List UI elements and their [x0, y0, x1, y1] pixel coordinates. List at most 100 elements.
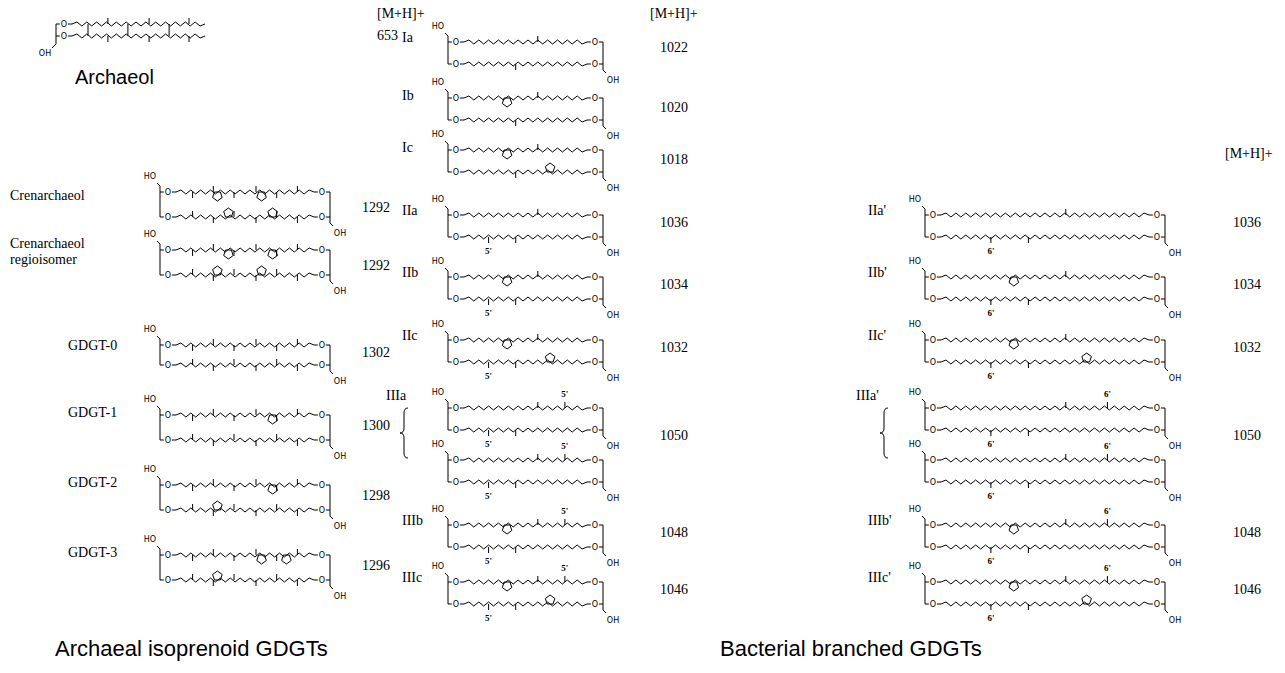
cyclopentane-ring	[545, 595, 555, 604]
ether-oxygen: O	[164, 481, 172, 490]
alkyl-chain	[176, 273, 314, 277]
methyl-branch	[192, 504, 193, 510]
ether-oxygen: O	[452, 38, 460, 47]
methyl-branch	[234, 574, 235, 580]
ether-oxygen: O	[929, 336, 937, 345]
position-label: 6'	[986, 246, 995, 256]
methyl-branch	[276, 574, 277, 580]
methyl-branch	[488, 237, 489, 243]
ether-oxygen: O	[164, 246, 172, 255]
ether-oxygen: O	[164, 361, 172, 370]
hydroxyl-label: OH	[606, 494, 620, 503]
methyl-branch	[488, 482, 489, 488]
ether-oxygen: O	[1153, 600, 1161, 609]
methyl-branch	[256, 217, 257, 223]
position-label: 6'	[986, 439, 995, 449]
bond-line	[587, 460, 606, 491]
cyclopentane-ring	[1009, 525, 1019, 534]
methyl-branch	[234, 269, 235, 275]
alkyl-chain	[464, 545, 587, 549]
ether-oxygen: O	[591, 295, 599, 304]
methyl-branch	[169, 24, 170, 30]
alkyl-chain	[176, 578, 314, 582]
position-label: 6'	[986, 491, 995, 501]
ether-oxygen: O	[318, 213, 326, 222]
methyl-branch	[515, 430, 516, 436]
methyl-branch	[256, 479, 257, 485]
compound-name: IIa'	[868, 203, 886, 219]
alkyl-chain	[464, 213, 587, 217]
hydroxyl-label: HO	[143, 172, 157, 181]
ether-oxygen: O	[929, 456, 937, 465]
methyl-branch	[192, 211, 193, 217]
hydroxyl-label: OH	[333, 592, 347, 601]
ether-oxygen: O	[318, 481, 326, 490]
alkyl-chain	[464, 297, 587, 301]
ether-oxygen: O	[929, 426, 937, 435]
alkyl-chain	[464, 170, 587, 174]
ether-oxygen: O	[591, 146, 599, 155]
bond-line	[314, 555, 333, 589]
hydroxyl-label: OH	[333, 287, 347, 296]
methyl-branch	[515, 120, 516, 126]
ether-oxygen: O	[591, 116, 599, 125]
cyclopentane-ring	[268, 415, 278, 424]
ether-oxygen: O	[318, 436, 326, 445]
methyl-branch	[990, 299, 991, 305]
hydroxyl-label: OH	[606, 249, 620, 258]
alkyl-chain	[464, 275, 587, 279]
ether-oxygen: O	[929, 521, 937, 530]
alkyl-chain	[941, 602, 1149, 606]
alkyl-chain	[176, 438, 314, 442]
hydroxyl-label: OH	[38, 49, 52, 58]
hydroxyl-label: OH	[333, 522, 347, 531]
methyl-branch	[990, 362, 991, 368]
alkyl-chain	[464, 406, 587, 410]
cyclopentane-ring	[545, 163, 555, 172]
ether-oxygen: O	[591, 168, 599, 177]
ether-oxygen: O	[452, 521, 460, 530]
hydroxyl-label: HO	[431, 257, 445, 266]
methyl-branch	[297, 217, 298, 223]
hydroxyl-label: OH	[606, 559, 620, 568]
methyl-branch	[297, 440, 298, 446]
cyclopentane-ring	[502, 340, 512, 349]
hydroxyl-label: HO	[431, 505, 445, 514]
methyl-branch	[1107, 519, 1108, 525]
ether-oxygen: O	[164, 436, 172, 445]
methyl-branch	[537, 334, 538, 340]
ether-oxygen: O	[1153, 211, 1161, 220]
methyl-branch	[276, 359, 277, 365]
compound-name: IIa	[402, 203, 418, 219]
methyl-branch	[276, 192, 277, 198]
methyl-branch	[1107, 576, 1108, 582]
methyl-branch	[537, 92, 538, 98]
ether-oxygen: O	[452, 336, 460, 345]
hydroxyl-label: OH	[1168, 442, 1182, 451]
ether-oxygen: O	[318, 341, 326, 350]
bond-line	[1149, 525, 1168, 556]
hydroxyl-label: HO	[908, 440, 922, 449]
ether-oxygen: O	[591, 211, 599, 220]
methyl-branch	[488, 362, 489, 368]
cyclopentane-ring	[224, 250, 234, 259]
methyl-branch	[488, 547, 489, 553]
mass-value: 1292	[362, 200, 390, 216]
position-label: 5'	[484, 371, 493, 381]
methyl-branch	[515, 362, 516, 368]
ether-oxygen: O	[164, 188, 172, 197]
cyclopentane-ring	[502, 277, 512, 286]
methyl-branch	[297, 275, 298, 281]
position-label: 5'	[484, 613, 493, 623]
ether-oxygen: O	[591, 600, 599, 609]
compound-name: IIIa	[386, 388, 406, 404]
alkyl-chain	[941, 428, 1149, 432]
bond-line	[587, 582, 606, 613]
ether-oxygen: O	[60, 32, 68, 41]
column-header: [M+H]+	[377, 6, 425, 22]
methyl-branch	[256, 580, 257, 586]
alkyl-chain	[941, 297, 1149, 301]
methyl-branch	[234, 555, 235, 561]
alkyl-chain	[941, 480, 1149, 484]
